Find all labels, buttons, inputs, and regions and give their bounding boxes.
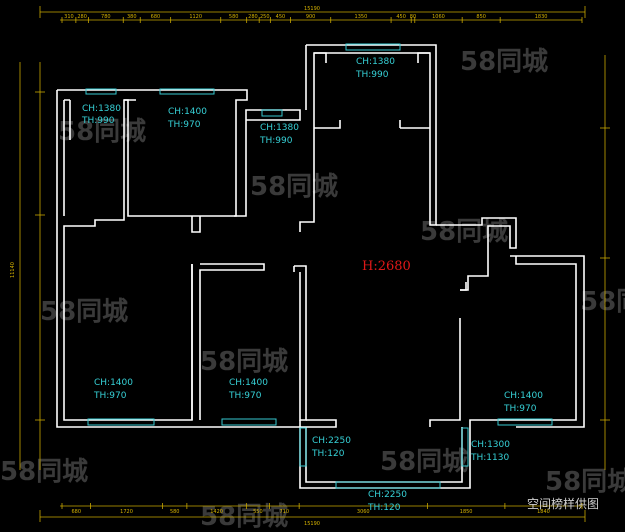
walls	[56, 44, 585, 489]
opening-th-label: TH:120	[311, 449, 345, 459]
window-bay-front	[335, 481, 441, 489]
watermark-text: 58同城	[580, 287, 625, 317]
top-dimension-label: 80	[410, 14, 416, 20]
top-dimension-label: 280	[77, 14, 87, 20]
opening-th-label: TH:1130	[470, 453, 509, 463]
watermark-text: 58同城	[40, 297, 128, 327]
window-bay-left	[299, 427, 307, 467]
watermark-text: 58同城	[200, 347, 288, 377]
top-dimension-label: 250	[260, 14, 270, 20]
window-bedroom-2	[159, 88, 215, 95]
bottom-dimension-label: 1720	[120, 509, 133, 515]
opening-th-label: TH:990	[81, 116, 115, 126]
opening-th-label: TH:970	[167, 120, 201, 130]
image-caption: 空间榜样供图	[526, 497, 599, 511]
window-bay-right	[461, 427, 469, 467]
top-total-dimension: 15190	[304, 6, 320, 12]
bottom-dimension-chain: 15190 680 1720 580 1420 550 710 3060 1850 1840	[39, 503, 586, 527]
window-bedroom-4	[221, 418, 277, 426]
opening-th-label: TH:970	[503, 404, 537, 414]
bottom-dimension-label: 1840	[537, 509, 550, 515]
opening-ch-label: CH:1400	[168, 107, 207, 117]
left-dimension-chain: 11140	[10, 62, 45, 470]
bottom-dimension-label: 580	[170, 509, 180, 515]
watermark-text: 58同城	[58, 117, 146, 147]
opening-ch-label: CH:1380	[260, 123, 299, 133]
opening-th-label: TH:120	[367, 503, 401, 513]
window-bedroom-1	[85, 88, 117, 95]
left-total-dimension: 11140	[10, 262, 16, 278]
top-dimension-label: 1830	[535, 14, 548, 20]
watermark-text: 58同城	[380, 447, 468, 477]
window-bedroom-5	[497, 418, 553, 426]
opening-th-label: TH:970	[228, 391, 262, 401]
bottom-dimension-label: 680	[71, 509, 81, 515]
opening-ch-label: CH:2250	[312, 436, 351, 446]
top-dimension-label: 1120	[189, 14, 202, 20]
opening-ch-label: CH:1380	[82, 104, 121, 114]
top-dimension-label: 1350	[355, 14, 368, 20]
top-dimension-label: 680	[151, 14, 161, 20]
opening-ch-label: CH:1380	[356, 57, 395, 67]
bottom-dimension-label: 3060	[357, 509, 370, 515]
bottom-dimension-label: 710	[280, 509, 290, 515]
right-dimension-chain	[600, 55, 610, 470]
top-dimension-label: 580	[229, 14, 239, 20]
watermark-text: 58同城	[545, 467, 625, 497]
window-kitchen	[345, 43, 401, 51]
window-bathroom	[261, 109, 283, 117]
opening-th-label: TH:970	[93, 391, 127, 401]
opening-ch-label: CH:2250	[368, 490, 407, 500]
top-dimension-label: 1060	[432, 14, 445, 20]
watermark-text: 58同城	[460, 47, 548, 77]
bottom-total-dimension: 15190	[304, 521, 320, 527]
top-dimension-label: 900	[306, 14, 316, 20]
opening-ch-label: CH:1400	[504, 391, 543, 401]
watermark-text: 58同城	[250, 172, 338, 202]
opening-th-label: TH:990	[259, 136, 293, 146]
top-dimension-label: 280	[248, 14, 258, 20]
watermark-text: 58同城	[420, 217, 508, 247]
bottom-dimension-label: 550	[253, 509, 263, 515]
opening-ch-label: CH:1400	[94, 378, 133, 388]
window-bedroom-3	[87, 418, 155, 426]
top-dimension-label: 450	[396, 14, 406, 20]
top-dimension-label: 380	[127, 14, 137, 20]
windows	[85, 43, 553, 489]
top-dimension-label: 780	[101, 14, 111, 20]
opening-th-label: TH:990	[355, 70, 389, 80]
top-dimension-label: 850	[476, 14, 486, 20]
bottom-dimension-label: 1850	[460, 509, 473, 515]
opening-ch-label: CH:1300	[471, 440, 510, 450]
watermark-text: 58同城	[0, 457, 88, 487]
bottom-dimension-label: 1420	[210, 509, 223, 515]
top-dimension-label: 310	[64, 14, 74, 20]
top-dimension-label: 450	[276, 14, 286, 20]
opening-ch-label: CH:1400	[229, 378, 268, 388]
opening-labels: CH:1380 TH:990 CH:1400 TH:970 CH:1380 TH…	[81, 57, 543, 513]
ceiling-height-label: H:2680	[362, 259, 411, 274]
